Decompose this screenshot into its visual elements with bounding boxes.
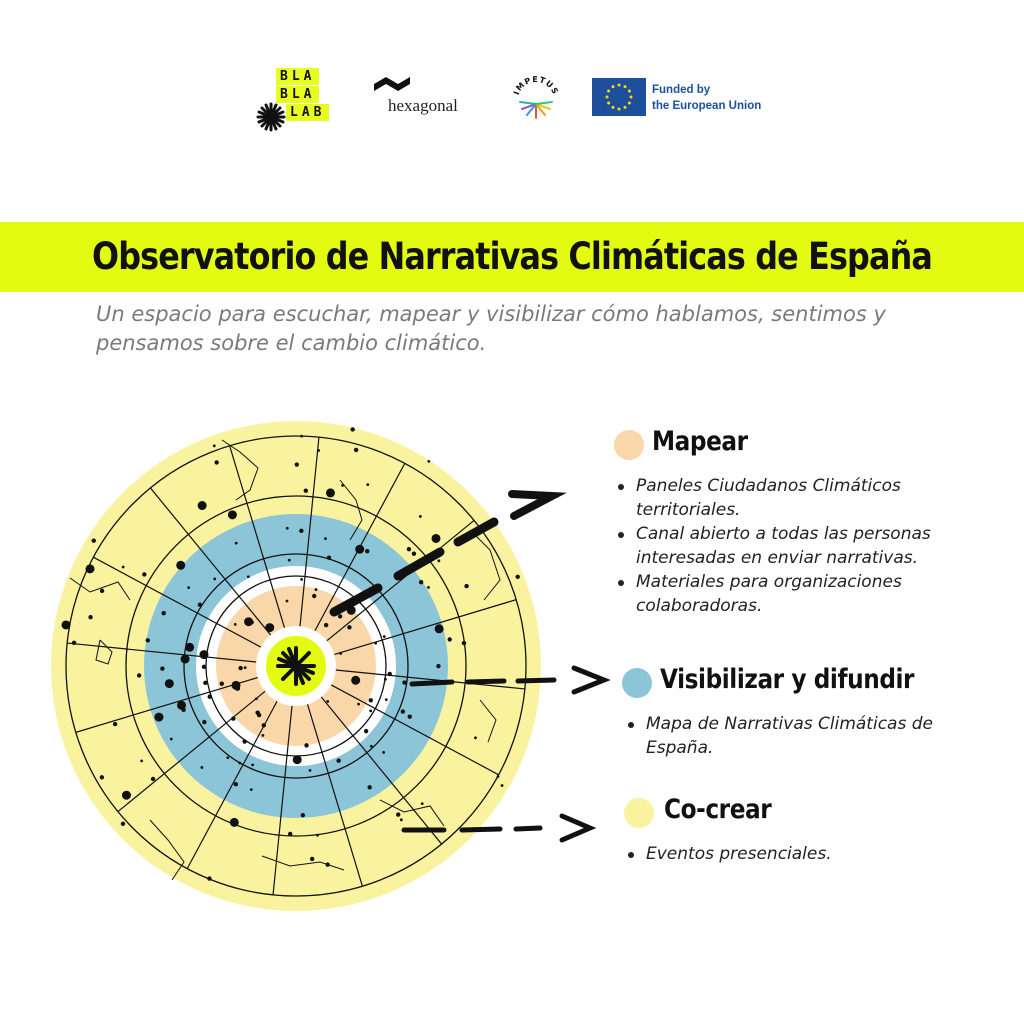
peach-dot-icon: [614, 430, 644, 460]
blablalab-logo-row: LAB: [286, 104, 330, 121]
impetus-ring-icon: IMPETUS: [512, 75, 560, 119]
impetus-logo-text: IMPETUS: [512, 75, 559, 96]
constellation-dots: [61, 427, 520, 881]
eu-logo: Funded by the European Union: [592, 78, 772, 118]
burst-icon: [256, 102, 286, 132]
section-title-visibilizar: Visibilizar y difundir: [660, 664, 915, 695]
eu-flag-icon: [592, 78, 646, 116]
list-item: Eventos presenciales.: [624, 842, 964, 866]
section-header: Co-crear: [624, 794, 964, 834]
hexagonal-logo-text: hexagonal: [388, 96, 458, 115]
observatory-wheel-diagram: [51, 421, 541, 911]
impetus-logo: IMPETUS: [510, 74, 562, 126]
hexagonal-logo: hexagonal: [372, 74, 482, 124]
eu-funding-line: Funded by: [652, 84, 711, 96]
logo-bar: BLA BLA LAB hexagonal IMPETUS: [0, 60, 1024, 140]
section-list: Mapa de Narrativas Climáticas de España.: [624, 712, 962, 760]
core-burst-icon: [276, 646, 316, 686]
section-list: Paneles Ciudadanos Climáticos territoria…: [614, 474, 974, 618]
blablalab-logo-row: BLA: [276, 68, 320, 85]
section-list: Eventos presenciales.: [624, 842, 964, 866]
list-item: Paneles Ciudadanos Climáticos territoria…: [614, 474, 974, 522]
eu-funding-line: the European Union: [652, 100, 762, 112]
hexagonal-mark-icon: [374, 77, 410, 91]
section-header: Mapear: [614, 426, 974, 466]
blablalab-logo-row: BLA: [276, 86, 320, 103]
yellow-dot-icon: [624, 798, 654, 828]
section-title-cocrear: Co-crear: [664, 794, 772, 825]
list-item: Mapa de Narrativas Climáticas de España.: [624, 712, 962, 760]
list-item: Materiales para organizaciones colaborad…: [614, 570, 974, 618]
blablalab-logo: BLA BLA LAB: [256, 68, 340, 132]
title-band: [0, 222, 1024, 292]
section-header: Visibilizar y difundir: [622, 664, 962, 704]
page-subtitle: Un espacio para escuchar, mapear y visib…: [96, 302, 886, 355]
blue-dot-icon: [622, 668, 652, 698]
section-cocrear: Co-crear Eventos presenciales.: [624, 794, 964, 866]
section-mapear: Mapear Paneles Ciudadanos Climáticos ter…: [614, 426, 974, 618]
list-item: Canal abierto a todas las personas inter…: [614, 522, 974, 570]
page-title: Observatorio de Narrativas Climáticas de…: [92, 235, 933, 278]
svg-text:IMPETUS: IMPETUS: [512, 75, 560, 96]
eu-funding-text: Funded by the European Union: [652, 82, 761, 114]
section-visibilizar: Visibilizar y difundir Mapa de Narrativa…: [622, 664, 962, 760]
section-title-mapear: Mapear: [652, 426, 748, 457]
